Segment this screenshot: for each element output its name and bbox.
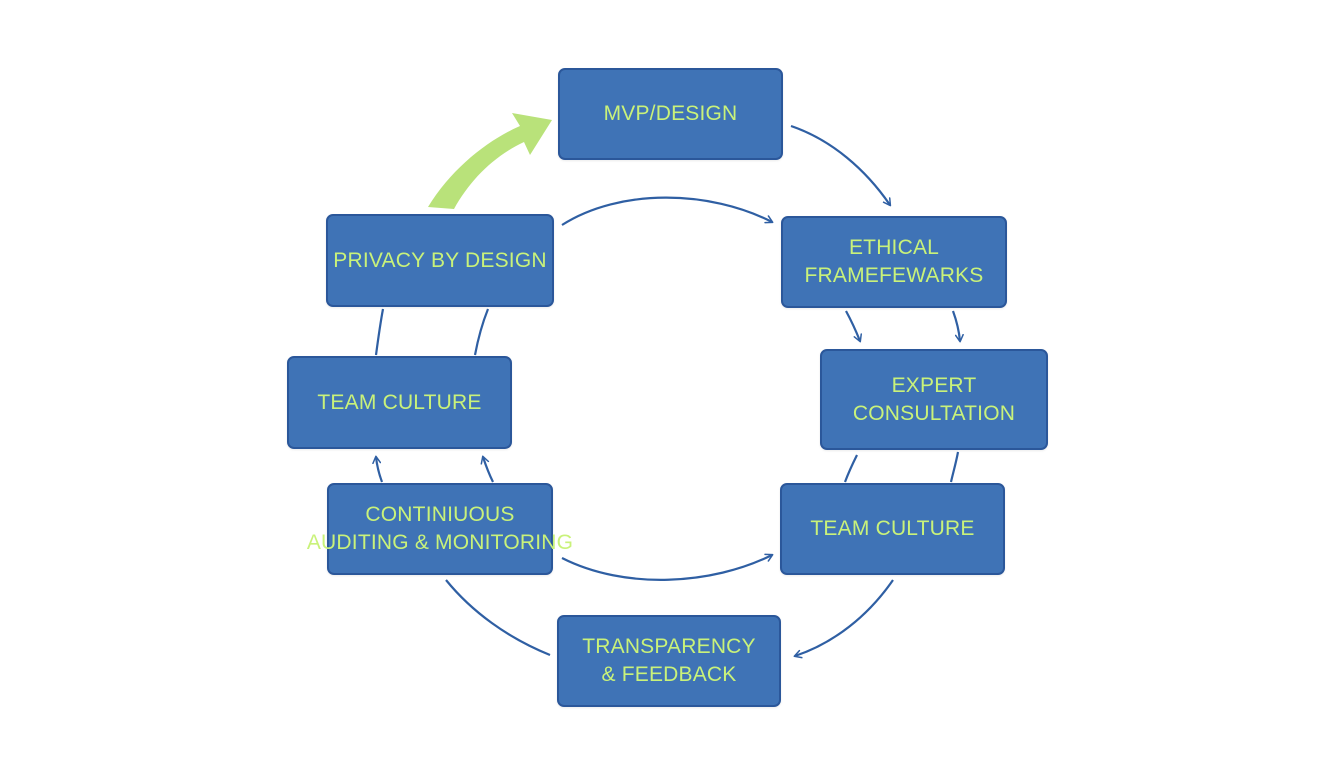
node-label: PRIVACY BY DESIGN xyxy=(333,248,547,272)
connector-ethical-to-expert-right xyxy=(951,310,964,343)
connector-teamleft-to-privacy-right xyxy=(473,308,490,356)
connector-mvp-to-ethical xyxy=(790,124,892,207)
node-label: TEAM CULTURE xyxy=(317,390,482,414)
node-privacy-by-design: PRIVACY BY DESIGN xyxy=(326,214,554,307)
node-label: AUDITING & MONITORING xyxy=(306,531,574,554)
node-transparency-feedback: TRANSPARENCY & FEEDBACK xyxy=(557,615,781,707)
node-label: CONTINIUOUS xyxy=(365,503,515,526)
node-team-culture-right: TEAM CULTURE xyxy=(780,483,1005,575)
connector-expert-to-team-left xyxy=(843,454,858,483)
node-label: FRAMEFEWARKS xyxy=(804,264,984,287)
connector-expert-to-team-right xyxy=(949,451,960,483)
connector-privacy-to-ethical xyxy=(561,196,774,226)
node-label: TEAM CULTURE xyxy=(810,517,975,540)
node-ethical-frameworks: ETHICAL FRAMEFEWARKS xyxy=(781,216,1007,308)
connector-transparency-to-continuous xyxy=(445,579,551,657)
node-mvp-design: MVP/DESIGN xyxy=(558,68,783,160)
connector-ethical-to-expert-left xyxy=(845,310,863,343)
node-label: & FEEDBACK xyxy=(601,663,737,686)
highlight-arrow xyxy=(428,113,552,209)
node-label: EXPERT xyxy=(891,373,977,397)
node-label: TRANSPARENCY xyxy=(582,635,756,658)
connector-continuous-to-teamleft-left xyxy=(372,455,384,483)
node-label: MVP/DESIGN xyxy=(603,102,738,125)
node-team-culture-left: TEAM CULTURE xyxy=(287,356,512,449)
node-label: CONSULTATION xyxy=(852,401,1016,425)
node-continuous-auditing: CONTINIUOUS AUDITING & MONITORING xyxy=(307,483,573,575)
connector-teamleft-to-privacy-left xyxy=(374,308,385,356)
connector-continuous-to-teamleft-right xyxy=(480,455,494,483)
connector-team-to-transparency xyxy=(793,579,894,659)
connector-continuous-to-team xyxy=(561,553,774,581)
node-label: ETHICAL xyxy=(848,236,940,259)
node-expert-consultation: EXPERT CONSULTATION xyxy=(820,349,1048,450)
